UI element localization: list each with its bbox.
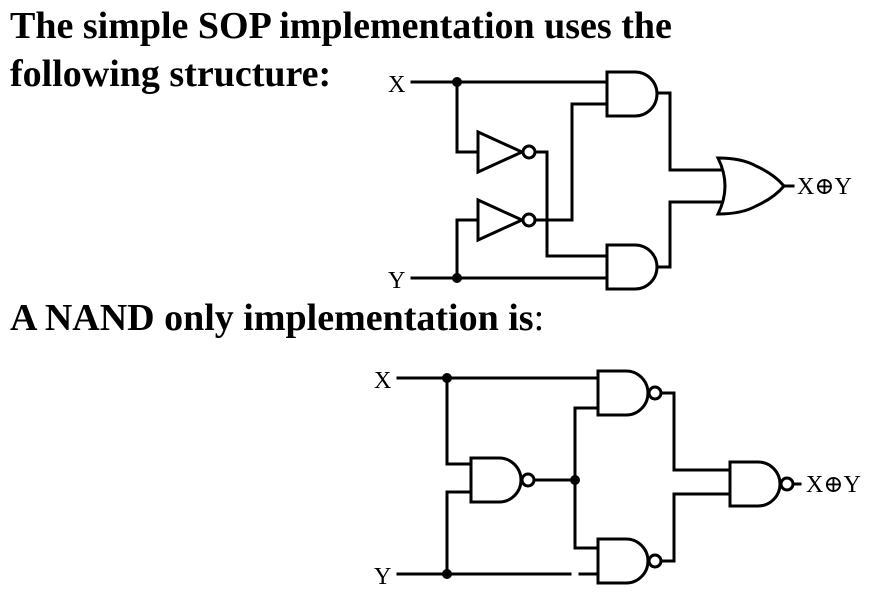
nand-junction-x bbox=[442, 373, 452, 383]
nand-heading: A NAND only implementation is: bbox=[10, 296, 544, 340]
sop-heading-line2: following structure: bbox=[10, 53, 332, 95]
nand-gate-top bbox=[596, 369, 663, 417]
sop-not-gate-y bbox=[476, 197, 537, 243]
nand-input-x-label: X bbox=[374, 368, 391, 394]
nand-gate-bottom bbox=[596, 537, 663, 585]
sop-junction-x bbox=[452, 77, 462, 87]
sop-diagram: X Y X⊕Y bbox=[388, 70, 852, 294]
sop-junction-y bbox=[452, 273, 462, 283]
sop-and-gate-top bbox=[605, 70, 659, 118]
sop-and-gate-bottom bbox=[605, 243, 659, 291]
nand-input-y-label: Y bbox=[374, 564, 391, 590]
sop-or-gate bbox=[715, 156, 786, 216]
nand-wires bbox=[396, 376, 802, 576]
sop-input-x-label: X bbox=[388, 72, 405, 98]
nand-junction-y bbox=[442, 569, 452, 579]
nand-gate-output bbox=[728, 460, 795, 508]
sop-wires bbox=[410, 80, 795, 280]
sop-not-gate-x bbox=[476, 129, 537, 175]
nand-heading-text: A NAND only implementation is bbox=[10, 297, 534, 339]
sop-heading-line1: The simple SOP implementation uses the bbox=[10, 5, 672, 47]
sop-input-y-label: Y bbox=[388, 268, 405, 294]
sop-output-label: X⊕Y bbox=[797, 174, 852, 200]
nand-heading-colon: : bbox=[533, 297, 545, 339]
nand-output-label: X⊕Y bbox=[806, 472, 861, 498]
nand-gate-first bbox=[469, 456, 536, 504]
nand-diagram: X Y X⊕Y bbox=[374, 368, 861, 590]
nand-junction-mid bbox=[570, 475, 580, 485]
